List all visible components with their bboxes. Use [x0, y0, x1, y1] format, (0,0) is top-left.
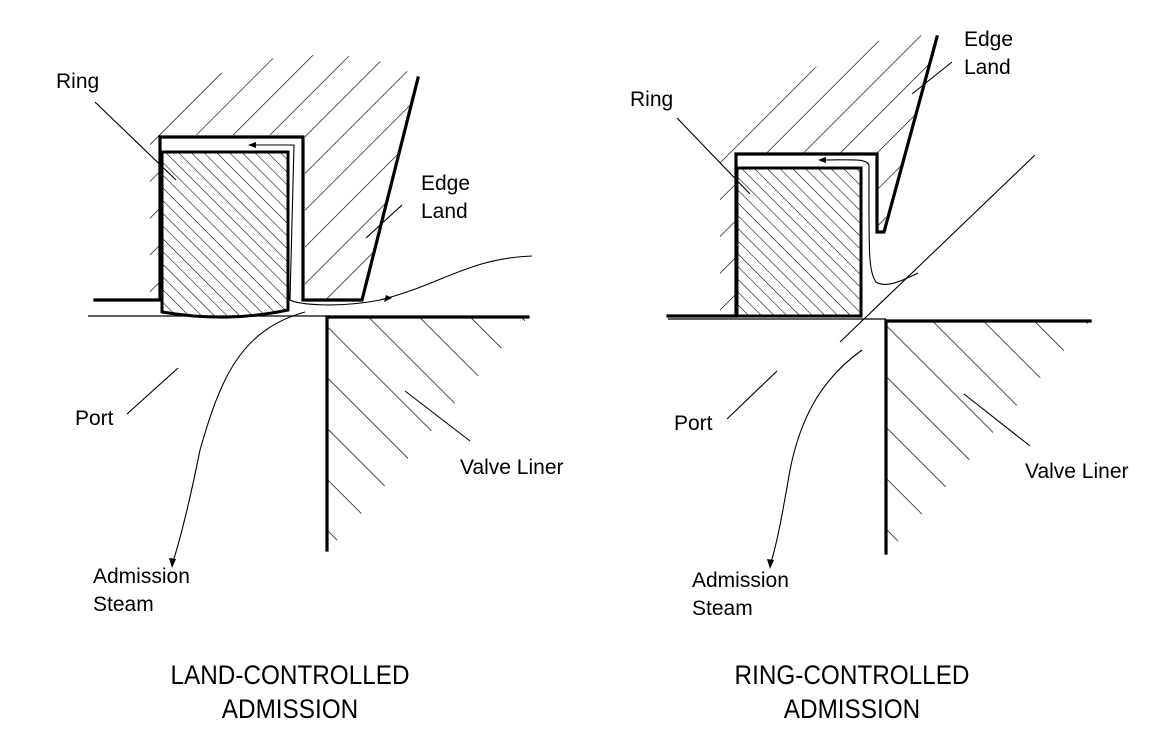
edge-land-label: Edge Land [964, 28, 1014, 79]
port-leader [726, 370, 778, 420]
ring [735, 166, 863, 318]
caption-ring-controlled: RING-CONTROLLED ADMISSION [734, 660, 970, 724]
port-label: Port [674, 412, 713, 435]
ring-leader [94, 101, 177, 181]
valve-liner [327, 317, 528, 550]
valve-liner-leader [963, 393, 1031, 447]
ring-leader [676, 117, 751, 195]
steam-flow-line [250, 144, 533, 306]
edge-land-leader [365, 204, 403, 239]
valve-body-outline [93, 76, 420, 302]
edge-land-leader [911, 61, 953, 95]
valve-liner-outline [884, 319, 1092, 555]
ring-label: Ring [56, 70, 100, 93]
ring-controlled-diagram [666, 35, 1092, 569]
port-leader [126, 367, 179, 415]
ring [160, 150, 290, 319]
valve-liner-label: Valve Liner [1025, 460, 1129, 483]
ring-label: Ring [630, 88, 674, 111]
edge-land-label: Edge Land [421, 172, 471, 223]
valve-liner-label: Valve Liner [460, 456, 564, 479]
valve-liner-outline [325, 315, 530, 552]
valve-liner [886, 321, 1090, 553]
caption-land-controlled: LAND-CONTROLLED ADMISSION [170, 660, 410, 724]
admission-steam-label: Admission Steam [93, 565, 190, 616]
valve-liner-leader [404, 390, 471, 442]
port-label: Port [75, 407, 114, 430]
valve-body-hatch [95, 55, 418, 300]
admission-steam-label: Admission Steam [692, 569, 789, 620]
land-controlled-diagram [88, 55, 533, 568]
valve-body-hatch [668, 35, 937, 316]
